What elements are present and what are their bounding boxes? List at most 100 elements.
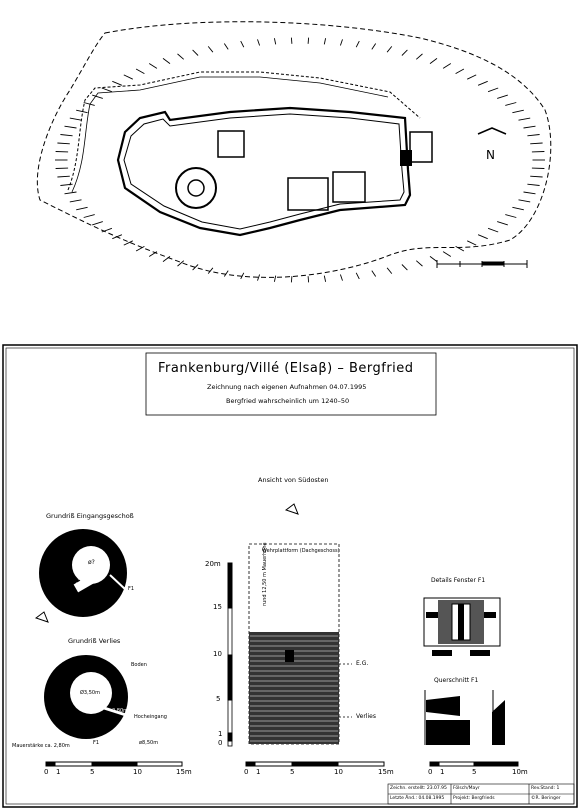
title-block-grid <box>387 783 575 805</box>
hatch-mark <box>257 274 261 281</box>
hatch-mark <box>135 68 145 74</box>
hatch-mark <box>527 183 540 186</box>
verlies-left-note: Mauerstärke ca. 2,80m <box>12 743 70 749</box>
level-verlies: Verlies <box>356 713 376 720</box>
keep-inner <box>187 179 205 197</box>
verlies-plan-drawing <box>44 655 128 739</box>
hatch-mark <box>307 37 310 44</box>
tower-elevation <box>248 543 352 745</box>
hatch-mark <box>323 38 327 45</box>
site-plan <box>36 21 552 283</box>
hatch-mark <box>442 251 452 257</box>
hatch-mark <box>497 221 508 226</box>
hatch-mark <box>467 74 477 80</box>
hatch-mark <box>69 199 82 203</box>
scale-mid-10: 10 <box>334 768 343 776</box>
hatch-mark <box>477 234 488 240</box>
scale-left-10: 10 <box>133 768 142 776</box>
hatch-mark <box>429 256 438 262</box>
section-label: Querschnitt F1 <box>434 677 479 684</box>
hatch-mark <box>401 264 408 271</box>
hatch-mark <box>355 40 360 48</box>
verlies-top-note: Boden <box>131 662 147 668</box>
entrance-plan-label: Grundriß Eingangsgeschoß <box>46 512 134 520</box>
scale-mid-0: 0 <box>244 768 249 776</box>
sheet-subtitle-1: Zeichnung nach eigenen Aufnahmen 04.07.1… <box>207 383 367 391</box>
north-arrow-mid-icon <box>284 503 299 515</box>
height-note: rund 12,50 m Mauerhöhe <box>262 542 268 606</box>
hatch-mark <box>386 46 393 53</box>
entrance-center-value: ø? <box>88 559 95 566</box>
hatch-mark <box>290 276 293 283</box>
hatch-mark <box>257 39 261 46</box>
hatch-mark <box>530 175 543 178</box>
hatch-mark <box>455 68 465 74</box>
hatch-mark <box>512 206 524 211</box>
hatch-mark <box>523 125 536 129</box>
hatch-mark <box>76 109 88 114</box>
entrance-plan-drawing <box>39 529 127 617</box>
hatch-mark <box>240 272 245 280</box>
roof-note: Wehrplattform (Dachgeschoss) <box>262 548 340 554</box>
hatch-mark <box>518 117 531 121</box>
vscale-0: 0 <box>218 739 223 747</box>
north-label: N <box>486 148 495 162</box>
hatch-mark <box>92 94 103 99</box>
keep-circle <box>175 167 217 209</box>
outer-enclosure-wall <box>67 71 421 191</box>
hatch-mark <box>307 276 310 283</box>
hatch-mark <box>518 199 531 203</box>
hatch-mark <box>477 80 488 86</box>
verlies-side-note: Hocheingang <box>134 714 167 720</box>
scale-right-10: 10m <box>512 768 528 776</box>
hatch-mark <box>69 117 82 121</box>
hatch-mark <box>401 49 408 56</box>
hatch-mark <box>83 214 95 218</box>
tb-r1-c2: Fölsch/Mayr <box>453 786 480 791</box>
vscale-top: 20m <box>205 560 221 568</box>
hatch-mark <box>467 240 477 246</box>
hatch-mark <box>371 43 377 50</box>
hatch-mark <box>290 37 293 44</box>
section-drawing <box>424 690 505 745</box>
sheet-title: Frankenburg/Villé (Elsaβ) – Bergfried <box>158 361 414 376</box>
hatch-mark <box>323 275 327 282</box>
verlies-plan-label: Grundriß Verlies <box>68 637 121 645</box>
hatch-mark <box>505 102 517 106</box>
hatch-mark <box>223 43 229 50</box>
vscale-5: 5 <box>216 695 221 703</box>
level-eg: E.G. <box>356 660 369 667</box>
hatch-mark <box>455 246 465 252</box>
hatch-mark <box>273 38 277 45</box>
north-arrow-icon <box>477 127 507 135</box>
scale-right-1: 1 <box>440 768 445 776</box>
hatch-mark <box>101 227 113 233</box>
entrance-side-value: F1 <box>128 586 135 592</box>
scale-bar-right <box>429 761 519 767</box>
tower-masonry <box>249 632 339 744</box>
verlies-bottom-left: F1 <box>93 740 100 746</box>
vscale-15: 15 <box>213 603 222 611</box>
scale-bar-left <box>45 761 183 767</box>
scale-left-15: 15m <box>176 768 192 776</box>
hatch-mark <box>223 270 229 277</box>
scale-mid-15: 15m <box>378 768 394 776</box>
hatch-mark <box>148 63 158 69</box>
scale-right-5: 5 <box>472 768 477 776</box>
outer-enclosure-wall-2 <box>71 76 389 193</box>
sheet-border <box>2 344 578 808</box>
hatch-mark <box>487 87 499 93</box>
tb-r2-c2: Projekt: Bergfrieds <box>453 796 495 801</box>
hatch-mark <box>123 240 133 246</box>
hatch-mark <box>135 246 145 252</box>
north-arrow-left-icon <box>34 611 49 623</box>
hatch-mark <box>92 221 103 226</box>
scale-bar-middle <box>245 761 385 767</box>
sheet-border-inner <box>5 347 575 805</box>
elevation-label: Ansicht von Südosten <box>258 476 329 484</box>
hatch-mark <box>497 94 508 99</box>
hatch-mark <box>487 227 499 233</box>
hatch-mark <box>162 58 171 64</box>
scale-right-0: 0 <box>428 768 433 776</box>
